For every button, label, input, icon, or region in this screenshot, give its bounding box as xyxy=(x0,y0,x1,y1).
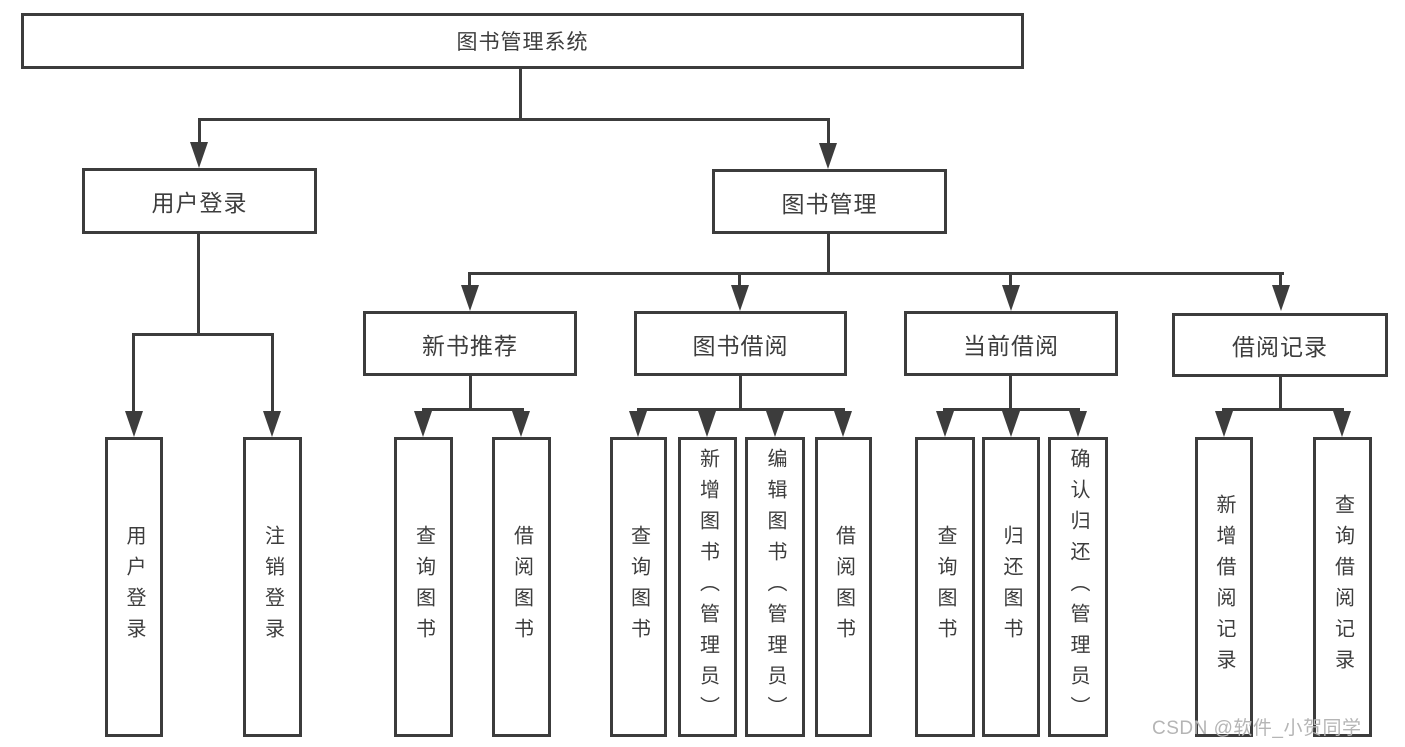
node-leaf-confirm-return-admin: 确认归还（管理员） xyxy=(1048,437,1108,737)
node-current-borrowing: 当前借阅 xyxy=(904,311,1118,376)
arrowhead-icon xyxy=(461,285,479,311)
node-label: 归还图书 xyxy=(1000,525,1022,649)
connector-line xyxy=(637,408,845,411)
node-label: 确认归还（管理员） xyxy=(1067,447,1089,727)
connector-line xyxy=(468,272,471,288)
connector-line xyxy=(132,333,135,413)
node-leaf-query-books-2: 查询图书 xyxy=(610,437,667,737)
arrowhead-icon xyxy=(414,411,432,437)
node-label: 借阅记录 xyxy=(1232,334,1328,360)
connector-line xyxy=(271,333,274,413)
node-user-login: 用户登录 xyxy=(82,168,317,234)
arrowhead-icon xyxy=(629,411,647,437)
arrowhead-icon xyxy=(1272,285,1290,311)
connector-line xyxy=(197,234,200,333)
node-label: 新增借阅记录 xyxy=(1213,494,1235,680)
arrowhead-icon xyxy=(263,411,281,437)
node-leaf-query-books-1: 查询图书 xyxy=(394,437,453,737)
arrowhead-icon xyxy=(1069,411,1087,437)
arrowhead-icon xyxy=(698,411,716,437)
node-label: 借阅图书 xyxy=(510,525,533,649)
node-book-borrowing: 图书借阅 xyxy=(634,311,847,376)
arrowhead-icon xyxy=(1002,285,1020,311)
node-label: 查询图书 xyxy=(627,525,650,649)
connector-line xyxy=(468,272,1284,275)
node-label: 查询图书 xyxy=(412,525,435,649)
connector-line xyxy=(422,408,524,411)
node-label: 新书推荐 xyxy=(422,332,518,359)
node-label: 图书借阅 xyxy=(692,332,789,359)
arrowhead-icon xyxy=(1215,411,1233,437)
node-leaf-add-borrow-record: 新增借阅记录 xyxy=(1195,437,1253,737)
connector-line xyxy=(198,118,201,145)
node-label: 图书管理系统 xyxy=(456,31,589,54)
connector-line xyxy=(1279,377,1282,408)
arrowhead-icon xyxy=(190,142,208,168)
connector-line xyxy=(827,118,830,145)
node-leaf-logout: 注销登录 xyxy=(243,437,302,737)
node-library-management-system: 图书管理系统 xyxy=(21,13,1024,69)
node-leaf-borrow-books-1: 借阅图书 xyxy=(492,437,551,737)
arrowhead-icon xyxy=(1333,411,1351,437)
connector-line xyxy=(1279,272,1282,288)
node-leaf-query-borrow-record: 查询借阅记录 xyxy=(1313,437,1372,737)
connector-line xyxy=(1009,272,1012,288)
node-leaf-query-books-3: 查询图书 xyxy=(915,437,975,737)
node-book-management: 图书管理 xyxy=(712,169,947,234)
node-label: 当前借阅 xyxy=(963,332,1059,359)
arrowhead-icon xyxy=(834,411,852,437)
connector-line xyxy=(519,69,522,118)
node-leaf-edit-book-admin: 编辑图书（管理员） xyxy=(745,437,805,737)
connector-line xyxy=(943,408,1080,411)
connector-line xyxy=(198,118,830,121)
node-label: 新增图书（管理员） xyxy=(696,447,719,727)
connector-line xyxy=(1222,408,1344,411)
arrowhead-icon xyxy=(731,285,749,311)
arrowhead-icon xyxy=(766,411,784,437)
node-label: 用户登录 xyxy=(123,525,145,649)
node-label: 借阅图书 xyxy=(832,525,855,649)
node-label: 编辑图书（管理员） xyxy=(764,447,786,727)
node-label: 查询图书 xyxy=(934,525,956,649)
node-new-book-recommendation: 新书推荐 xyxy=(363,311,577,376)
node-label: 注销登录 xyxy=(261,525,284,649)
node-borrowing-records: 借阅记录 xyxy=(1172,313,1388,377)
arrowhead-icon xyxy=(125,411,143,437)
connector-line xyxy=(738,272,741,288)
arrowhead-icon xyxy=(936,411,954,437)
arrowhead-icon xyxy=(512,411,530,437)
node-leaf-add-book-admin: 新增图书（管理员） xyxy=(678,437,737,737)
arrowhead-icon xyxy=(819,143,837,169)
node-leaf-borrow-books-2: 借阅图书 xyxy=(815,437,872,737)
connector-line xyxy=(132,333,274,336)
connector-line xyxy=(739,376,742,408)
node-label: 图书管理 xyxy=(781,190,878,217)
node-leaf-user-login: 用户登录 xyxy=(105,437,163,737)
node-label: 用户登录 xyxy=(151,190,248,216)
connector-line xyxy=(827,234,830,272)
connector-line xyxy=(469,376,472,408)
node-leaf-return-books: 归还图书 xyxy=(982,437,1040,737)
csdn-watermark: CSDN @软件_小贺同学 xyxy=(1152,718,1362,739)
node-label: 查询借阅记录 xyxy=(1331,494,1354,680)
connector-line xyxy=(1009,376,1012,408)
arrowhead-icon xyxy=(1002,411,1020,437)
